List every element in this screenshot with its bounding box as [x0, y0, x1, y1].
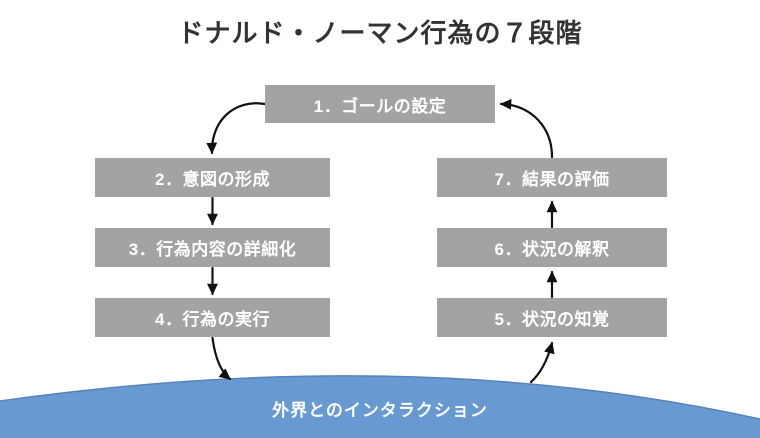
arrow-goal-to-intention	[206, 102, 267, 155]
interaction-arc	[0, 375, 760, 438]
stage-box-intention: 2．意図の形成	[95, 158, 330, 197]
stage-box-interpretation: 6．状況の解釈	[437, 228, 667, 267]
stage-box-goal: 1．ゴールの設定	[265, 85, 495, 123]
arrow-evaluation-to-goal	[499, 98, 554, 159]
arrow-execution-to-world	[211, 336, 232, 381]
stage-box-execution: 4．行為の実行	[95, 298, 330, 337]
stage-box-perception: 5．状況の知覚	[437, 298, 667, 337]
diagram-title: ドナルド・ノーマン行為の７段階	[177, 18, 583, 48]
stage-box-specification: 3．行為内容の詳細化	[95, 228, 330, 267]
interaction-arc-edge	[0, 375, 760, 420]
arrow-world-to-perception	[529, 341, 555, 384]
interaction-arc-label: 外界とのインタラクション	[272, 401, 488, 420]
stage-box-evaluation: 7．結果の評価	[437, 158, 667, 197]
